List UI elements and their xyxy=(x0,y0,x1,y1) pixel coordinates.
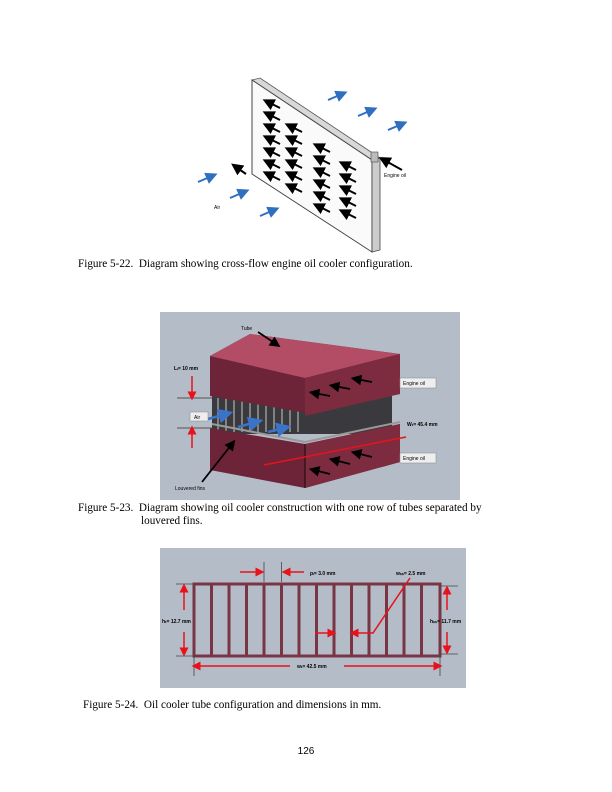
figure-5-24-diagram: pₗ= 3.0 mm wₕₕ= 2.5 mm hₜ= 12.7 mm hₕₕ= … xyxy=(160,548,466,688)
air-label: Air xyxy=(194,415,200,421)
channel-width-label: wₕₕ= 2.5 mm xyxy=(395,571,426,577)
figure-5-22-diagram: Engine oil Air xyxy=(197,77,408,253)
caption-text-line1: Diagram showing oil cooler construction … xyxy=(138,502,482,514)
figure-label: Figure 5-24. xyxy=(83,699,139,711)
tube-width-label: Wₜ= 45.4 mm xyxy=(407,422,438,428)
tube-height-label: hₜ= 12.7 mm xyxy=(162,619,191,625)
engine-oil-label: Engine oil xyxy=(384,173,406,179)
caption-text: Diagram showing cross-flow engine oil co… xyxy=(138,258,413,270)
fin-pitch-label: pₗ= 3.0 mm xyxy=(310,571,336,577)
figure-5-22-caption: Figure 5-22. Diagram showing cross-flow … xyxy=(78,258,413,271)
fin-length-label: Lₗ= 10 mm xyxy=(174,366,199,372)
caption-text-line2: louvered fins. xyxy=(141,515,203,527)
figure-5-23-caption: Figure 5-23. Diagram showing oil cooler … xyxy=(78,502,482,528)
engine-oil-top-label: Engine oil xyxy=(403,381,425,387)
page-number: 126 xyxy=(297,746,315,757)
air-label: Air xyxy=(214,205,220,211)
louvered-fins-label: Louvered fins xyxy=(175,486,206,492)
engine-oil-bottom-label: Engine oil xyxy=(403,456,425,462)
figure-5-24-caption: Figure 5-24. Oil cooler tube configurati… xyxy=(83,699,381,712)
tube-width-label: wₜ= 42.5 mm xyxy=(296,664,327,670)
figure-label: Figure 5-22. xyxy=(78,258,134,270)
figure-5-23-diagram: Tube Lₗ= 10 mm Air Engine oil Wₜ= 45.4 m… xyxy=(160,312,460,500)
channel-height-label: hₕₕ= 11.7 mm xyxy=(430,619,462,625)
caption-text: Oil cooler tube configuration and dimens… xyxy=(143,699,382,711)
figure-label: Figure 5-23. xyxy=(78,502,134,514)
tube-label: Tube xyxy=(241,326,252,332)
